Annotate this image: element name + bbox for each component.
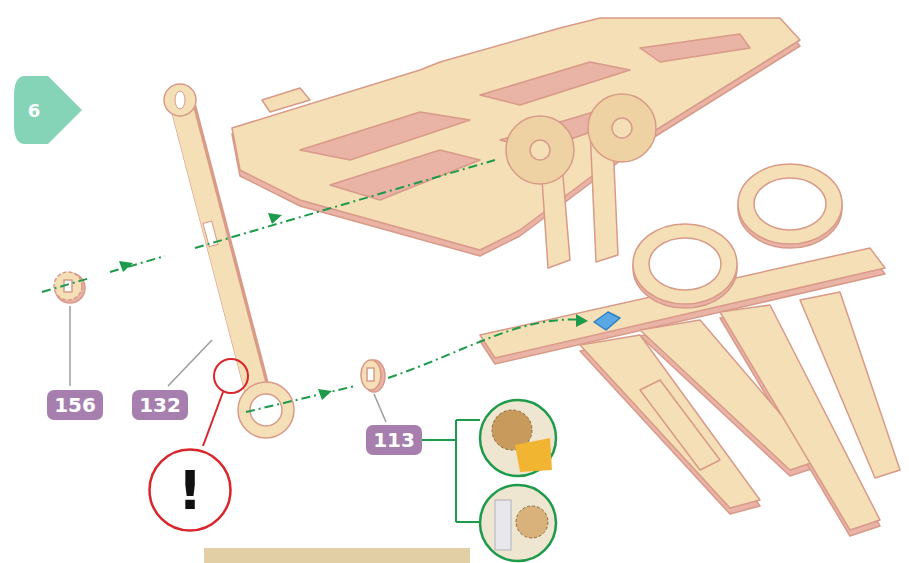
leader-lines <box>70 306 386 422</box>
photo-strip <box>204 548 470 563</box>
wooden-frame <box>232 18 900 536</box>
step-arrow-fill <box>14 76 82 144</box>
detail-photos <box>480 400 556 561</box>
callout-number-text: 156 <box>54 393 96 417</box>
step-number: 6 <box>12 74 84 146</box>
warning-pointer <box>203 359 248 446</box>
callout-number-text: 132 <box>139 393 181 417</box>
assembly-arrows <box>42 160 585 412</box>
step-number-text: 6 <box>28 100 41 121</box>
warning-symbol-text: ! <box>178 459 203 522</box>
part-113-disc <box>361 360 385 392</box>
detail-bracket <box>416 420 480 522</box>
arrowheads <box>119 213 588 400</box>
step-arrow-shape <box>12 74 84 146</box>
callout-number: 113 <box>366 425 422 455</box>
callout-number: 132 <box>132 390 188 420</box>
callout-number-text: 113 <box>373 428 415 452</box>
warning-circle-outline <box>150 450 231 531</box>
warning-symbol: ! <box>148 448 232 532</box>
callout-number: 156 <box>47 390 103 420</box>
part-156-gear <box>54 272 85 303</box>
part-132-link <box>164 84 294 438</box>
